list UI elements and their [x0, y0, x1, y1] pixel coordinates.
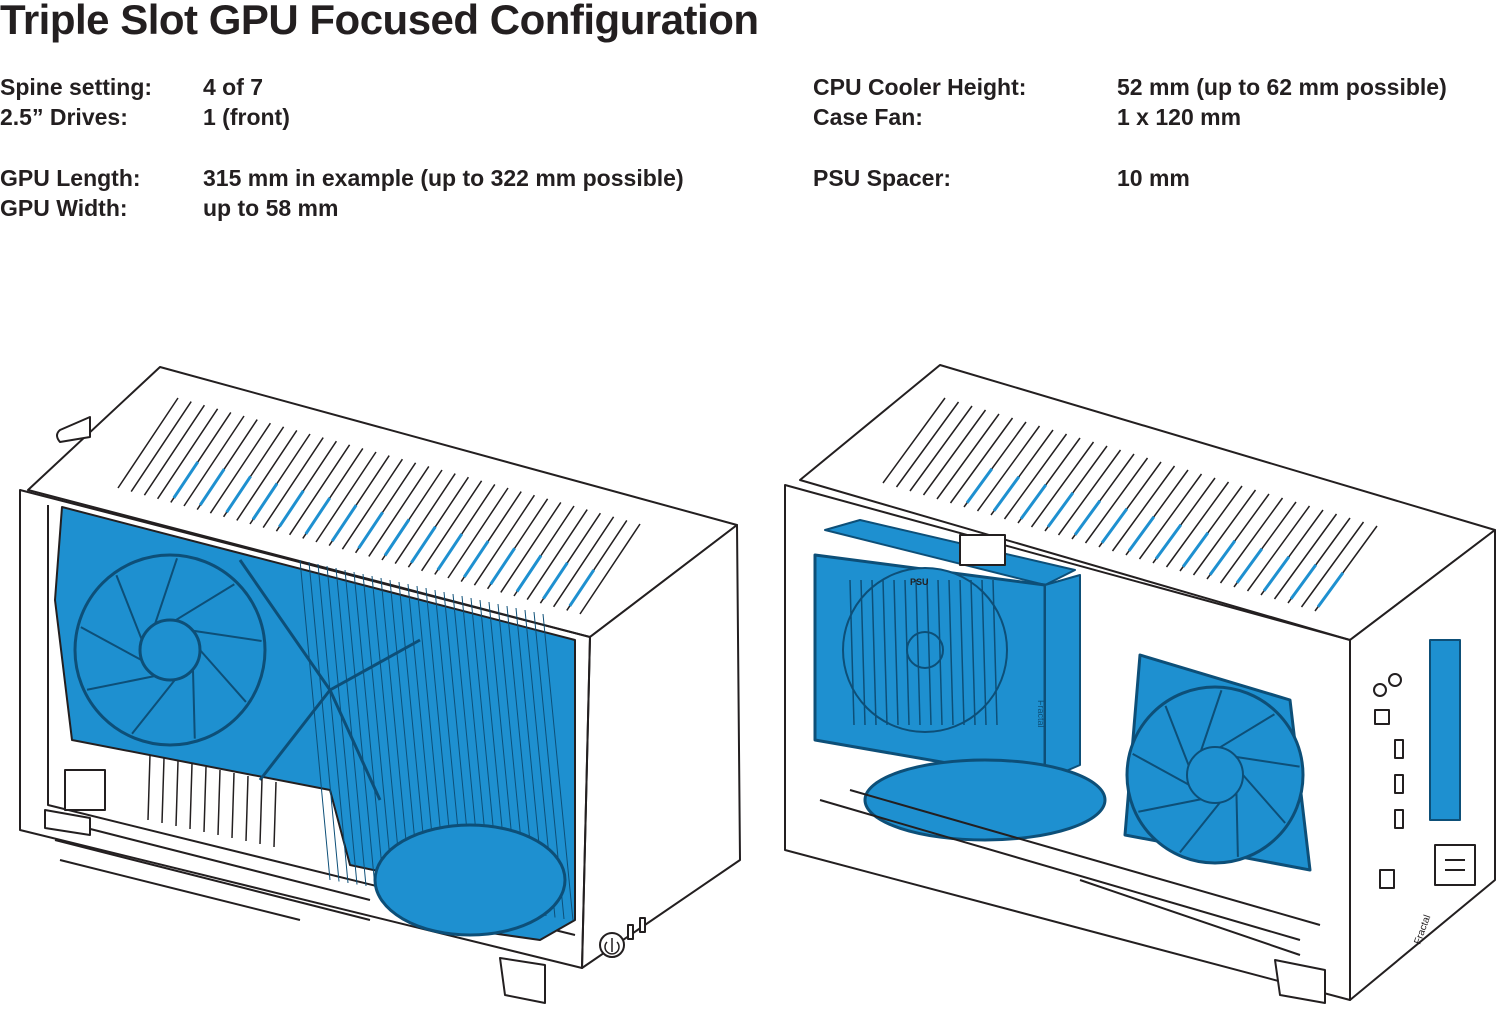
spec-gpu-width: GPU Width: up to 58 mm: [0, 193, 338, 223]
psu-unit: PSU Fractal: [813, 519, 1081, 782]
top-vent-slots: [117, 397, 641, 615]
ethernet-port: [1374, 709, 1390, 725]
spec-value: 315 mm in example (up to 322 mm possible…: [203, 165, 684, 191]
psu-label: PSU: [910, 577, 929, 587]
power-inlet-pins: [1445, 859, 1465, 871]
spec-case-fan: Case Fan: 1 x 120 mm: [813, 102, 1241, 132]
spec-label: Spine setting:: [0, 74, 153, 100]
power-cable-loom: [147, 754, 277, 848]
spec-value: up to 58 mm: [203, 195, 339, 221]
spec-value: 52 mm (up to 62 mm possible): [1117, 74, 1447, 100]
psu-connector: [64, 769, 106, 811]
case-fan-bottom: [373, 823, 567, 937]
io-port: [1394, 774, 1404, 794]
power-inlet: [1434, 844, 1476, 886]
io-port: [1379, 869, 1395, 889]
spec-label: 2.5” Drives:: [0, 104, 128, 130]
spec-value: 4 of 7: [203, 74, 264, 100]
spec-spine-setting: Spine setting: 4 of 7: [0, 72, 263, 102]
top-vent-slots: [882, 397, 1378, 612]
case-latch: [56, 416, 91, 443]
spec-value: 10 mm: [1117, 165, 1190, 191]
usb-port: [627, 924, 634, 940]
power-symbol: [604, 938, 620, 955]
expansion-slot-bracket: [1429, 639, 1461, 821]
spec-label: PSU Spacer:: [813, 165, 952, 191]
usb-port: [639, 917, 646, 933]
case-gpu-side-illustration: [19, 366, 741, 1004]
spec-label: CPU Cooler Height:: [813, 74, 1027, 100]
cpu-cooler: [1123, 653, 1312, 872]
case-psu-cpu-side-illustration: PSU Fractal Fractal: [784, 364, 1496, 1004]
case-foot: [44, 809, 91, 836]
case-foot: [499, 957, 546, 1004]
spec-label: GPU Width:: [0, 195, 128, 221]
spec-value: 1 (front): [203, 104, 290, 130]
spec-gpu-length: GPU Length: 315 mm in example (up to 322…: [0, 163, 684, 193]
gpu-fan: [73, 553, 267, 747]
psu-cable-plug: [959, 534, 1006, 566]
gpu-shroud-x: [238, 559, 421, 801]
case-foot: [1274, 959, 1326, 1004]
audio-jack: [1373, 683, 1387, 697]
case-bottom-rails: [54, 819, 371, 921]
spec-psu-spacer: PSU Spacer: 10 mm: [813, 163, 1190, 193]
io-port: [1394, 809, 1404, 829]
case-bottom-grille: [819, 789, 1321, 956]
spec-value: 1 x 120 mm: [1117, 104, 1242, 130]
spec-drives: 2.5” Drives: 1 (front): [0, 102, 290, 132]
page-title: Triple Slot GPU Focused Configuration: [0, 0, 759, 43]
psu-brand-mark: Fractal: [1036, 700, 1046, 728]
spec-cpu-cooler-height: CPU Cooler Height: 52 mm (up to 62 mm po…: [813, 72, 1447, 102]
spec-label: Case Fan:: [813, 104, 923, 130]
audio-jack: [1388, 673, 1402, 687]
io-port: [1394, 739, 1404, 759]
case-fan-bottom: [863, 758, 1107, 842]
spec-label: GPU Length:: [0, 165, 141, 191]
